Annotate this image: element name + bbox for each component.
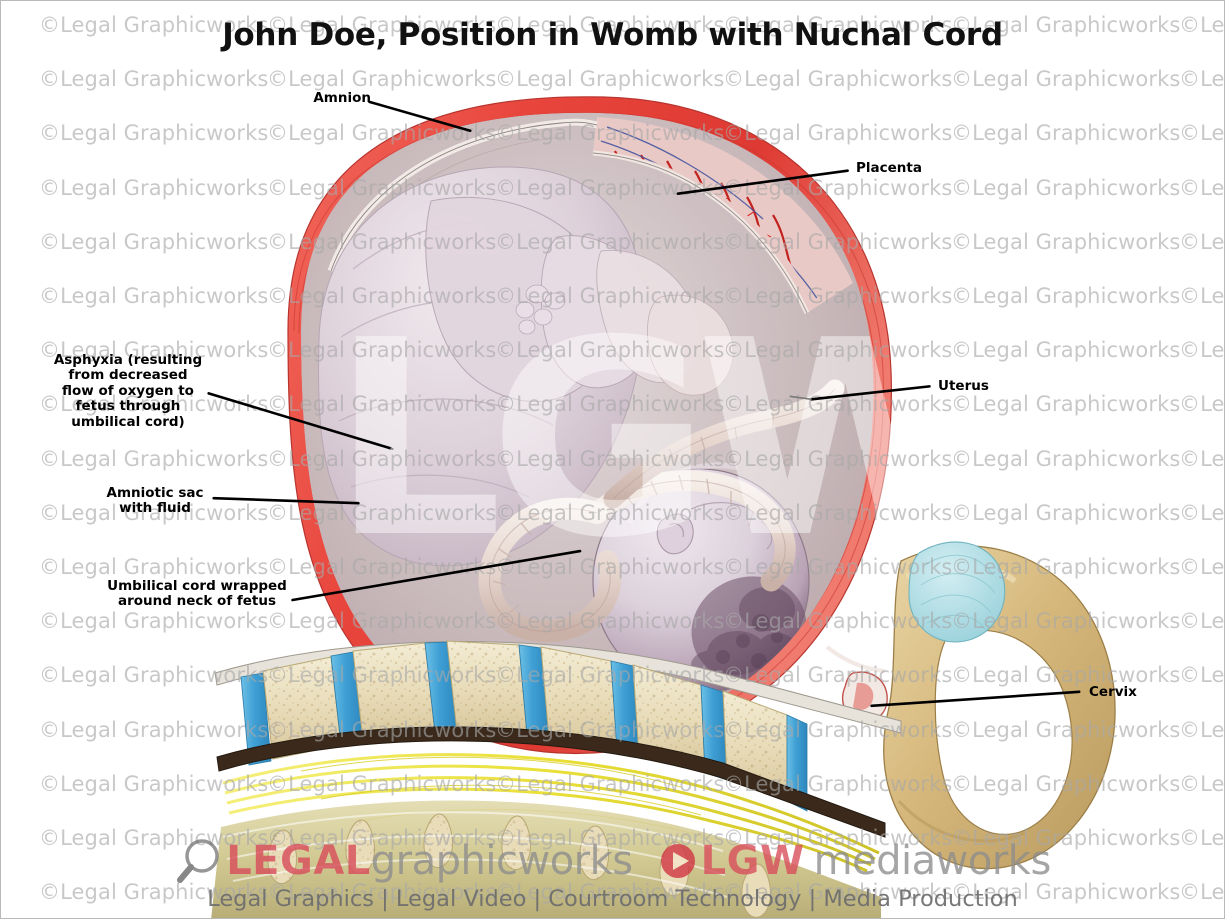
pelvis-bone	[883, 541, 1116, 870]
label-uterus: Uterus	[938, 378, 989, 394]
label-asphyxia: Asphyxia (resulting from decreased flow …	[53, 352, 203, 430]
amniotic-cavity	[301, 112, 874, 734]
umbilical-cord	[478, 379, 845, 643]
fetus	[317, 166, 845, 694]
label-cervix: Cervix	[1089, 684, 1137, 700]
lumbar-spine	[211, 640, 902, 918]
label-placenta: Placenta	[856, 160, 922, 176]
label-amnion: Amnion	[313, 90, 371, 106]
page-title: John Doe, Position in Womb with Nuchal C…	[222, 17, 1003, 53]
label-amniotic-sac: Amniotic sac with fluid	[106, 485, 204, 517]
label-umbilical-cord: Umbilical cord wrapped around neck of fe…	[107, 578, 287, 610]
